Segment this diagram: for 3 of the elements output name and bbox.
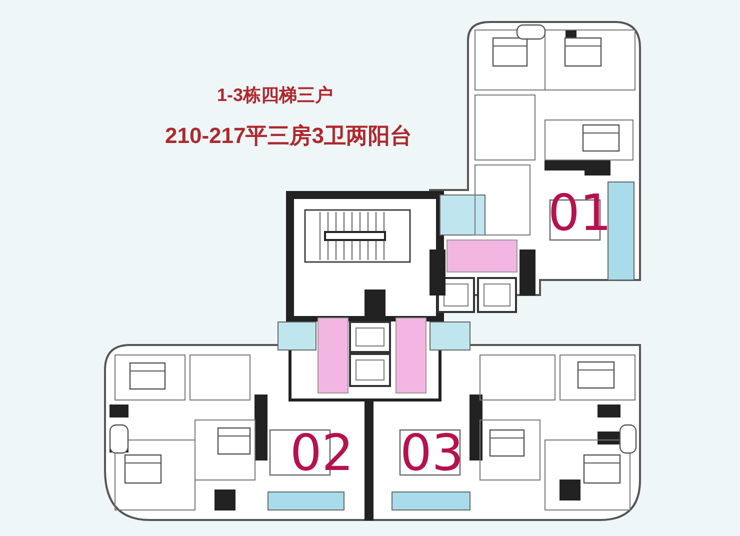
unit-number: 03 [400,428,464,478]
subtitle: 210-217平三房3卫两阳台 [165,122,412,150]
title: 1-3栋四梯三户 [217,84,334,107]
